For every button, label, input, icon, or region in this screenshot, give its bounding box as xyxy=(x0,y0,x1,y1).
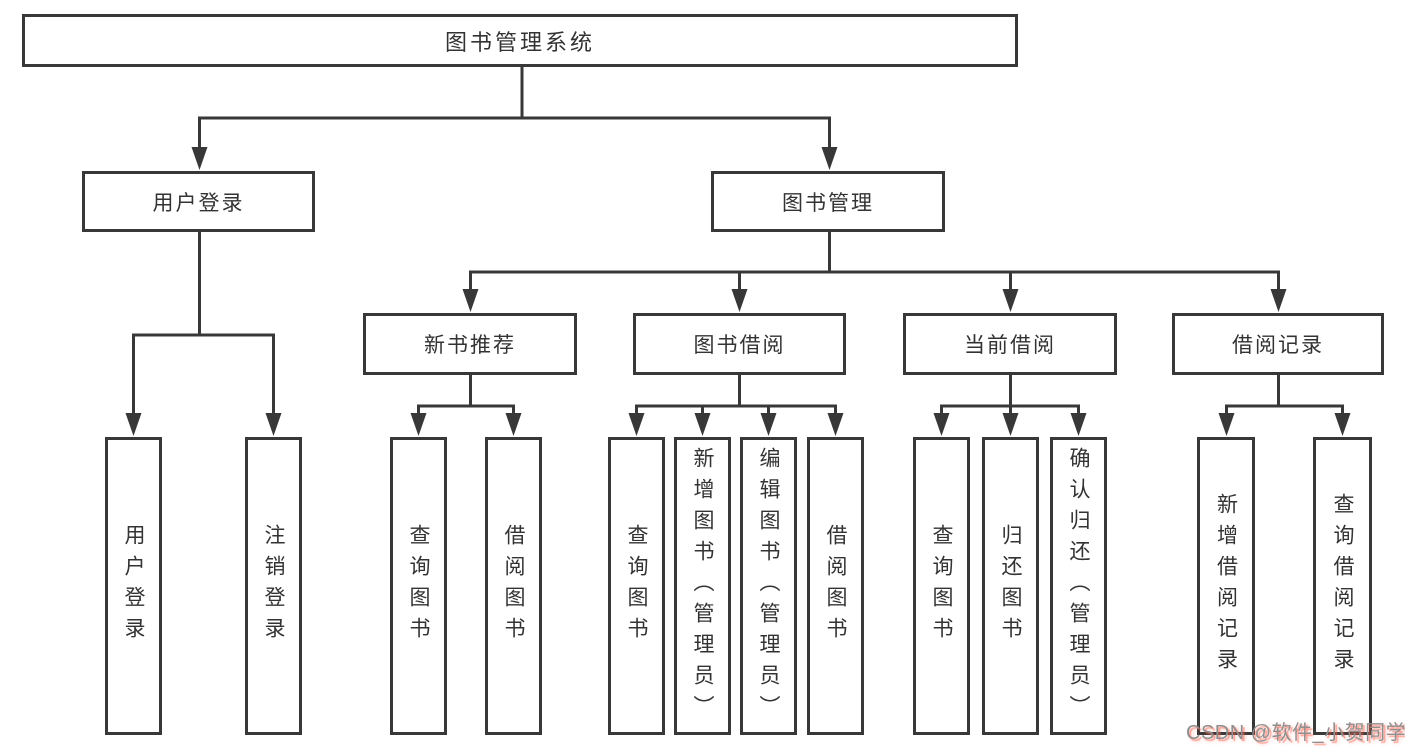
node-label: 新增图书（管理员） xyxy=(691,446,715,726)
node-query-books-recommend: 查询图书 xyxy=(390,437,447,735)
node-label: 新书推荐 xyxy=(424,334,516,357)
node-label: 查询图书 xyxy=(407,524,431,648)
node-label: 归还图书 xyxy=(999,524,1023,648)
node-label: 图书借阅 xyxy=(693,334,786,357)
node-add-books-admin: 新增图书（管理员） xyxy=(674,437,731,735)
node-book-management: 图书管理 xyxy=(711,171,945,232)
node-borrow-books-borrowing: 借阅图书 xyxy=(807,437,864,735)
node-current-borrowing: 当前借阅 xyxy=(903,313,1117,375)
node-label: 用户登录 xyxy=(152,191,245,215)
node-logout: 注销登录 xyxy=(245,437,302,735)
node-label: 注销登录 xyxy=(262,524,286,648)
node-book-borrowing: 图书借阅 xyxy=(633,313,846,375)
node-label: 查询图书 xyxy=(625,524,649,648)
node-borrow-books-recommend: 借阅图书 xyxy=(485,437,542,735)
node-label: 借阅图书 xyxy=(502,524,526,648)
node-label: 编辑图书（管理员） xyxy=(757,446,781,726)
node-query-books-borrowing: 查询图书 xyxy=(608,437,665,735)
node-label: 图书管理 xyxy=(782,191,874,215)
node-label: 当前借阅 xyxy=(964,334,1056,357)
connector-edges xyxy=(132,67,1344,418)
node-label: 查询图书 xyxy=(930,524,954,648)
node-borrowing-records: 借阅记录 xyxy=(1172,313,1384,375)
node-query-borrow-record: 查询借阅记录 xyxy=(1313,437,1372,735)
node-label: 借阅图书 xyxy=(824,524,848,648)
node-edit-books-admin: 编辑图书（管理员） xyxy=(740,437,797,735)
node-add-borrow-record: 新增借阅记录 xyxy=(1197,437,1255,735)
node-label: 查询借阅记录 xyxy=(1331,493,1355,679)
node-return-books: 归还图书 xyxy=(982,437,1039,735)
node-query-books-current: 查询图书 xyxy=(913,437,970,735)
node-label: 新增借阅记录 xyxy=(1214,493,1238,679)
node-label: 图书管理系统 xyxy=(444,29,595,55)
node-new-book-recommend: 新书推荐 xyxy=(363,313,577,375)
node-library-management-system: 图书管理系统 xyxy=(22,14,1018,67)
node-label: 用户登录 xyxy=(122,524,146,648)
csdn-watermark: CSDN @软件_小贺同学 xyxy=(1186,722,1405,744)
node-label: 借阅记录 xyxy=(1232,334,1324,357)
node-user-login: 用户登录 xyxy=(82,171,315,232)
node-label: 确认归还（管理员） xyxy=(1067,446,1091,726)
arrowhead-icons xyxy=(125,147,1351,436)
node-user-login-leaf: 用户登录 xyxy=(105,437,162,735)
node-confirm-return-admin: 确认归还（管理员） xyxy=(1050,437,1107,735)
